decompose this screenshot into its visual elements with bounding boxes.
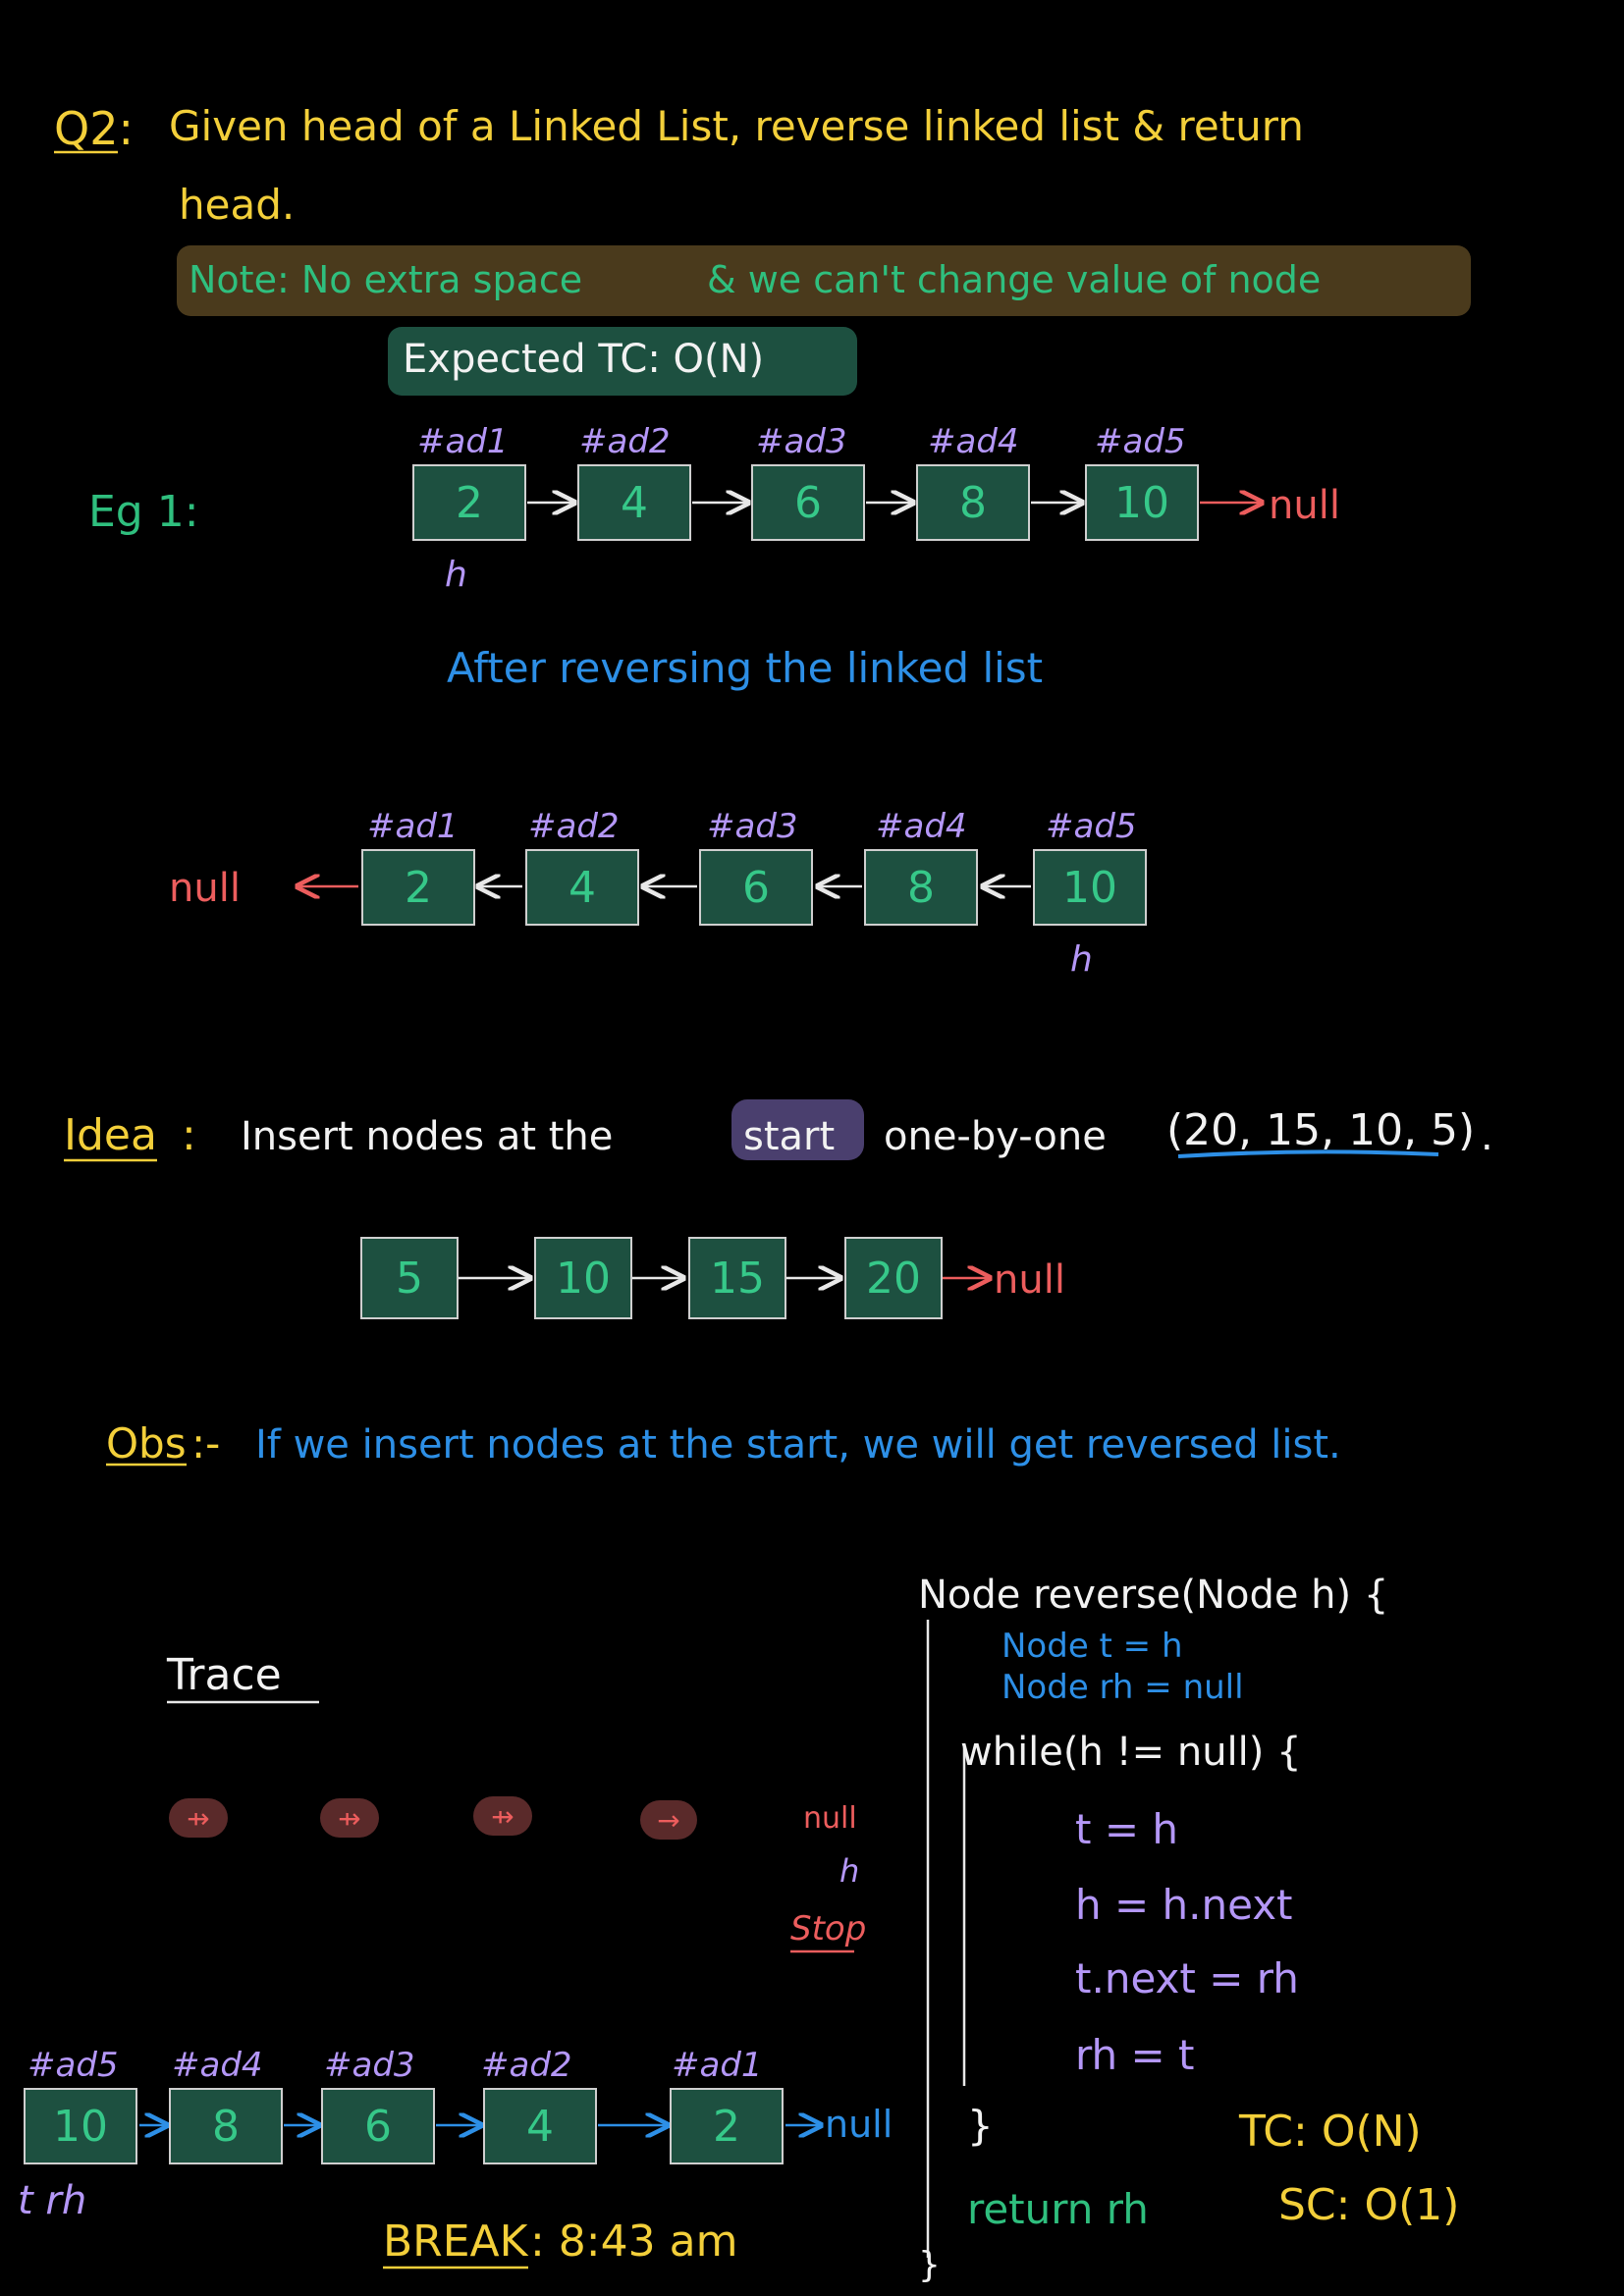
break-time: : 8:43 am xyxy=(530,2216,738,2267)
code-return: return rh xyxy=(967,2185,1149,2233)
null-label: null xyxy=(1269,483,1340,528)
example-address: #ad1 xyxy=(417,422,509,461)
crossed-arrow-icon: → xyxy=(640,1800,697,1840)
idea-node: 10 xyxy=(534,1237,632,1319)
code-close-fn: } xyxy=(918,2245,941,2285)
reversed-node: 8 xyxy=(864,849,978,926)
crossed-arrow-icon: ⇸ xyxy=(320,1798,379,1838)
note-part-2: & we can't change value of node xyxy=(707,258,1322,301)
question-line-2: head. xyxy=(179,181,296,229)
reversed-node: 6 xyxy=(699,849,813,926)
obs-separator: :- xyxy=(191,1419,221,1468)
example-address: #ad5 xyxy=(1095,422,1186,461)
crossed-arrow-icon: ⇸ xyxy=(473,1796,532,1836)
note-part-1: Note: No extra space xyxy=(189,258,583,301)
idea-null-label: null xyxy=(994,1257,1065,1303)
obs-label: Obs xyxy=(106,1419,187,1468)
trace-end-null-label: null xyxy=(825,2103,893,2146)
example-label: Eg 1: xyxy=(88,487,199,537)
trace-address: #ad3 xyxy=(324,2046,415,2085)
idea-node: 15 xyxy=(688,1237,786,1319)
trace-address: #ad4 xyxy=(172,2046,263,2085)
trace-node: 6 xyxy=(321,2088,435,2164)
trace-head-label: h xyxy=(839,1852,860,1890)
idea-highlight-word: start xyxy=(743,1114,836,1159)
reversed-head-label: h xyxy=(1070,939,1093,980)
code-body-line: t = h xyxy=(1075,1805,1178,1853)
idea-label: Idea xyxy=(64,1110,157,1160)
trace-address: #ad1 xyxy=(672,2046,763,2085)
list-node: 6 xyxy=(751,464,865,541)
trace-node: 4 xyxy=(483,2088,597,2164)
obs-text: If we insert nodes at the start, we will… xyxy=(255,1422,1341,1468)
example-address: #ad4 xyxy=(928,422,1019,461)
sequence-underline xyxy=(1177,1149,1439,1158)
break-label: BREAK xyxy=(383,2216,528,2267)
reversed-node: 10 xyxy=(1033,849,1147,926)
trace-node: 2 xyxy=(670,2088,784,2164)
trace-address: #ad5 xyxy=(27,2046,119,2085)
list-node: 8 xyxy=(916,464,1030,541)
reversed-node: 2 xyxy=(361,849,475,926)
example-address: #ad2 xyxy=(579,422,671,461)
trace-pointer-labels: t rh xyxy=(18,2178,87,2223)
expected-tc-highlight xyxy=(388,327,857,396)
start-highlight xyxy=(731,1099,864,1160)
reversed-address: #ad3 xyxy=(707,807,798,846)
reversed-address: #ad1 xyxy=(367,807,459,846)
space-complexity: SC: O(1) xyxy=(1278,2180,1460,2230)
head-label: h xyxy=(445,555,467,595)
code-init-2: Node rh = null xyxy=(1001,1668,1244,1707)
idea-period: . xyxy=(1481,1114,1493,1159)
reversed-null-label: null xyxy=(169,866,241,911)
idea-node: 20 xyxy=(844,1237,943,1319)
stop-label: Stop xyxy=(790,1909,867,1949)
code-body-line: t.next = rh xyxy=(1075,1954,1299,2002)
crossed-arrow-icon: ⇸ xyxy=(169,1798,228,1838)
reversed-address: #ad4 xyxy=(876,807,967,846)
after-reversing-text: After reversing the linked list xyxy=(447,644,1044,692)
code-close-while: } xyxy=(967,2102,994,2150)
trace-node: 10 xyxy=(24,2088,137,2164)
code-body-line: rh = t xyxy=(1075,2031,1195,2079)
trace-address: #ad2 xyxy=(481,2046,572,2085)
code-init-1: Node t = h xyxy=(1001,1627,1183,1666)
reversed-node: 4 xyxy=(525,849,639,926)
expected-tc: Expected TC: O(N) xyxy=(403,337,765,382)
question-line-1: Given head of a Linked List, reverse lin… xyxy=(169,102,1304,150)
trace-label: Trace xyxy=(167,1650,282,1700)
reversed-address: #ad5 xyxy=(1046,807,1137,846)
idea-text-before: Insert nodes at the xyxy=(241,1114,614,1159)
list-node: 2 xyxy=(412,464,526,541)
reversed-address: #ad2 xyxy=(528,807,620,846)
note-highlight xyxy=(177,245,1471,316)
list-node: 4 xyxy=(577,464,691,541)
trace-null-label: null xyxy=(803,1801,857,1836)
list-node: 10 xyxy=(1085,464,1199,541)
code-while: while(h != null) { xyxy=(960,1730,1302,1775)
question-label: Q2: xyxy=(54,102,134,155)
example-address: #ad3 xyxy=(756,422,847,461)
trace-node: 8 xyxy=(169,2088,283,2164)
code-signature: Node reverse(Node h) { xyxy=(918,1573,1389,1618)
idea-colon: : xyxy=(182,1110,196,1160)
idea-node: 5 xyxy=(360,1237,459,1319)
idea-text-after: one-by-one xyxy=(884,1114,1107,1159)
code-body-line: h = h.next xyxy=(1075,1881,1293,1929)
time-complexity: TC: O(N) xyxy=(1239,2107,1422,2157)
idea-sequence: (20, 15, 10, 5) xyxy=(1166,1105,1476,1155)
